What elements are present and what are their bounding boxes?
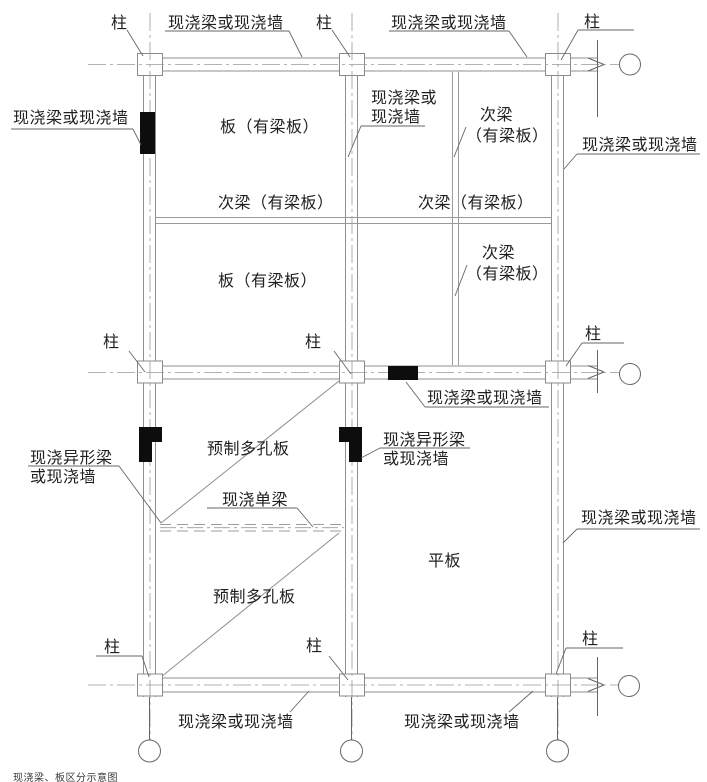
- column-label-mid-left: 柱: [103, 332, 120, 351]
- slab-with-beams-label-upper: 板（有梁板）: [220, 117, 320, 136]
- single-beam-dashed-lines: [160, 524, 344, 532]
- column-label-bottom-left: 柱: [104, 637, 121, 656]
- special-beam-left-line2: 或现浇墙: [30, 467, 97, 487]
- column-label-bottom-right: 柱: [582, 629, 599, 648]
- column-label-mid-center: 柱: [305, 332, 322, 351]
- drawing-caption: 现浇梁、板区分示意图: [13, 773, 118, 782]
- secondary-beam-label-left: 次梁（有梁板）: [218, 193, 334, 212]
- special-beam-left-line1: 现浇异形梁: [30, 448, 113, 467]
- leader-lines: [11, 29, 700, 713]
- special-beam-center-line1: 现浇异形梁: [383, 430, 466, 449]
- column-label-top-left: 柱: [111, 13, 128, 32]
- beam-wall-label-top-1: 现浇梁或现浇墙: [168, 13, 284, 32]
- beam-wall-label-right-upper: 现浇梁或现浇墙: [582, 135, 698, 154]
- beam-wall-twoline-line1: 现浇梁或: [371, 88, 438, 107]
- axis-bubbles: [138, 40, 641, 763]
- secondary-beam-v-upper-line1: 次梁: [480, 105, 514, 124]
- precast-slab-label-lower: 预制多孔板: [213, 587, 296, 606]
- flat-slab-label: 平板: [428, 551, 462, 570]
- slab-with-beams-label-lower: 板（有梁板）: [218, 271, 318, 290]
- single-beam-label: 现浇单梁: [222, 490, 289, 509]
- precast-slab-label-upper: 预制多孔板: [207, 439, 290, 458]
- column-label-bottom-center: 柱: [306, 636, 323, 655]
- main-beam-lines: [138, 57, 597, 693]
- beam-wall-label-left: 现浇梁或现浇墙: [13, 108, 129, 127]
- secondary-beam-v-lower-line1: 次梁: [482, 243, 516, 262]
- beam-wall-label-bottom-2: 现浇梁或现浇墙: [404, 712, 520, 731]
- secondary-beam-v-upper-line2: （有梁板）: [466, 126, 549, 145]
- beam-wall-label-bottom-1: 现浇梁或现浇墙: [178, 712, 294, 731]
- secondary-beam-lines: [156, 72, 551, 365]
- special-beam-label-left: 现浇异形梁 或现浇墙: [30, 448, 113, 486]
- column-joints: [137, 53, 571, 697]
- column-label-top-center: 柱: [316, 13, 333, 32]
- column-label-top-right: 柱: [584, 12, 601, 31]
- column-label-mid-right: 柱: [585, 324, 602, 343]
- secondary-beam-v-lower-line2: （有梁板）: [466, 264, 549, 283]
- solid-beam-marks: [139, 112, 418, 462]
- beam-wall-label-twoline: 现浇梁或 现浇墙: [371, 88, 437, 126]
- secondary-beam-label-right: 次梁（有梁板）: [418, 193, 534, 212]
- beam-wall-twoline-line2: 现浇墙: [371, 107, 421, 127]
- special-beam-label-center: 现浇异形梁 或现浇墙: [383, 430, 466, 468]
- special-beam-center-line2: 或现浇墙: [383, 449, 450, 469]
- beam-wall-label-top-2: 现浇梁或现浇墙: [391, 13, 507, 32]
- beam-wall-label-mid: 现浇梁或现浇墙: [427, 388, 543, 407]
- precast-slab-diagonals: [160, 380, 340, 678]
- beam-wall-label-right-lower: 现浇梁或现浇墙: [581, 508, 697, 527]
